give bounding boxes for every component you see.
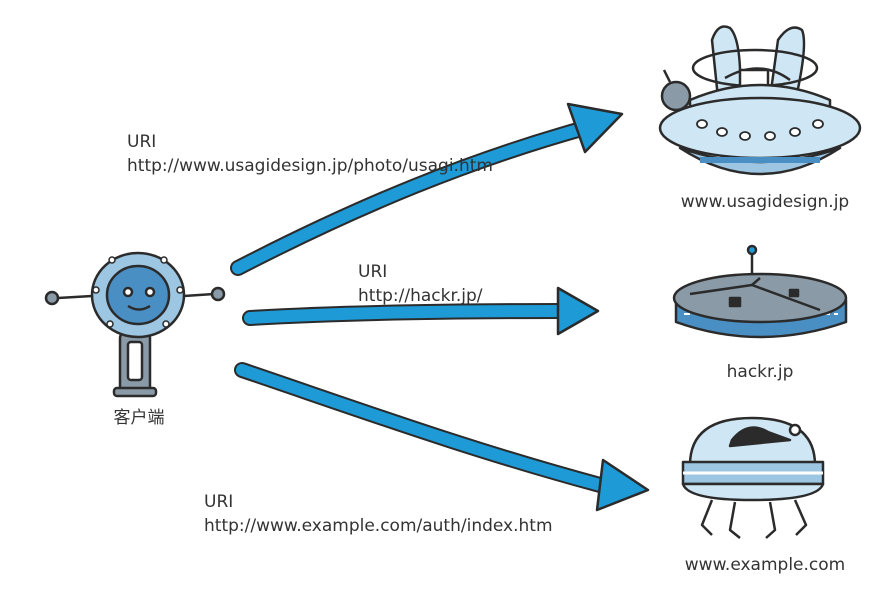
uri-caption: URI: [204, 492, 234, 512]
arrow-to-usagidesign: [230, 102, 624, 276]
server-label-example: www.example.com: [684, 555, 846, 575]
client-label: 客户端: [113, 408, 165, 428]
hackr-server-icon: [672, 244, 848, 339]
uri-caption: URI: [127, 132, 157, 152]
request-label-hackr: URI http://hackr.jp/: [358, 260, 483, 308]
uri-text: http://www.usagidesign.jp/photo/usagi.ht…: [127, 156, 493, 176]
arrow-to-example: [234, 362, 650, 512]
usagidesign-server-icon: [658, 25, 862, 176]
uri-caption: URI: [358, 262, 388, 282]
arrow-to-hackr: [242, 286, 600, 336]
client-robot-icon: [44, 251, 226, 398]
uri-text: http://www.example.com/auth/index.htm: [204, 516, 553, 536]
example-server-icon: [681, 416, 825, 539]
request-label-usagidesign: URI http://www.usagidesign.jp/photo/usag…: [127, 130, 493, 178]
request-label-example: URI http://www.example.com/auth/index.ht…: [204, 490, 553, 538]
server-label-usagidesign: www.usagidesign.jp: [680, 192, 850, 212]
server-label-hackr: hackr.jp: [726, 362, 794, 382]
uri-text: http://hackr.jp/: [358, 286, 483, 306]
